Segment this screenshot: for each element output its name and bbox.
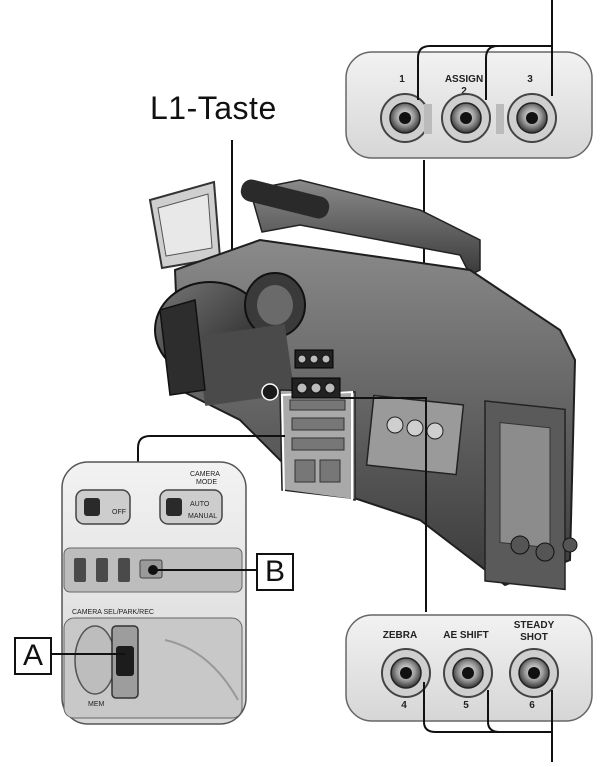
assign-button-1-label: 1 bbox=[399, 74, 405, 85]
auto-label: AUTO bbox=[190, 501, 210, 508]
l1-button[interactable] bbox=[261, 383, 279, 401]
camera-sel-label: CAMERA SEL/PARK/REC bbox=[72, 609, 154, 616]
assign-button-3[interactable] bbox=[507, 93, 557, 143]
assign-button-1[interactable] bbox=[380, 93, 430, 143]
assign-button-5-label: 5 bbox=[463, 700, 469, 711]
zebra-panel: ZEBRA AE SHIFT STEADY SHOT 4 5 6 bbox=[345, 614, 593, 722]
assign-button-2[interactable] bbox=[441, 93, 491, 143]
manual-label: MANUAL bbox=[188, 513, 217, 520]
callout-a: A bbox=[14, 637, 52, 675]
off-label: OFF bbox=[112, 509, 126, 516]
assign-button-3-label: 3 bbox=[527, 74, 533, 85]
assign-panel: ASSIGN 1 2 3 bbox=[345, 51, 593, 159]
mem-label: MEM bbox=[88, 701, 105, 708]
ae-shift-label: AE SHIFT bbox=[443, 630, 489, 641]
steady-label: STEADY bbox=[514, 620, 555, 631]
callout-b: B bbox=[256, 553, 294, 591]
inset-leader-line bbox=[137, 435, 285, 468]
l1-button-label: L1-Taste bbox=[150, 90, 277, 126]
camcorder-body bbox=[148, 179, 578, 591]
zebra-label: ZEBRA bbox=[383, 630, 417, 641]
camera-mode-label-1: CAMERA bbox=[190, 471, 220, 478]
assign-button-6[interactable] bbox=[509, 648, 559, 698]
assign-button-5[interactable] bbox=[443, 648, 493, 698]
control-inset-panel: OFF CAMERA MODE AUTO MANUAL CAMERA SEL/P… bbox=[61, 461, 247, 725]
assign-button-2-label: 2 bbox=[461, 86, 467, 97]
zebra-leader-lines bbox=[340, 397, 553, 762]
assign-button-6-label: 6 bbox=[529, 700, 535, 711]
camera-mode-label-2: MODE bbox=[196, 479, 217, 486]
assign-button-4[interactable] bbox=[381, 648, 431, 698]
shot-label: SHOT bbox=[520, 632, 548, 643]
assign-button-4-label: 4 bbox=[401, 700, 407, 711]
assign-label: ASSIGN bbox=[445, 74, 483, 85]
